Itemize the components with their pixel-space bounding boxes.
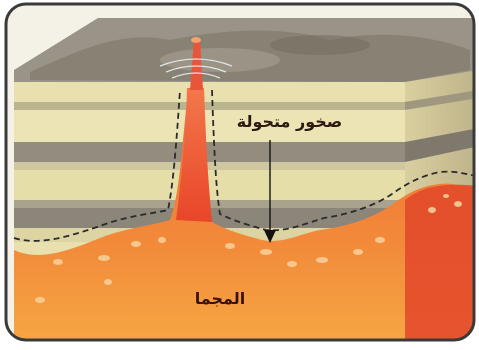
metamorphic-rocks-label: صخور متحولة: [222, 112, 357, 131]
magma-label: المجما: [175, 289, 265, 308]
